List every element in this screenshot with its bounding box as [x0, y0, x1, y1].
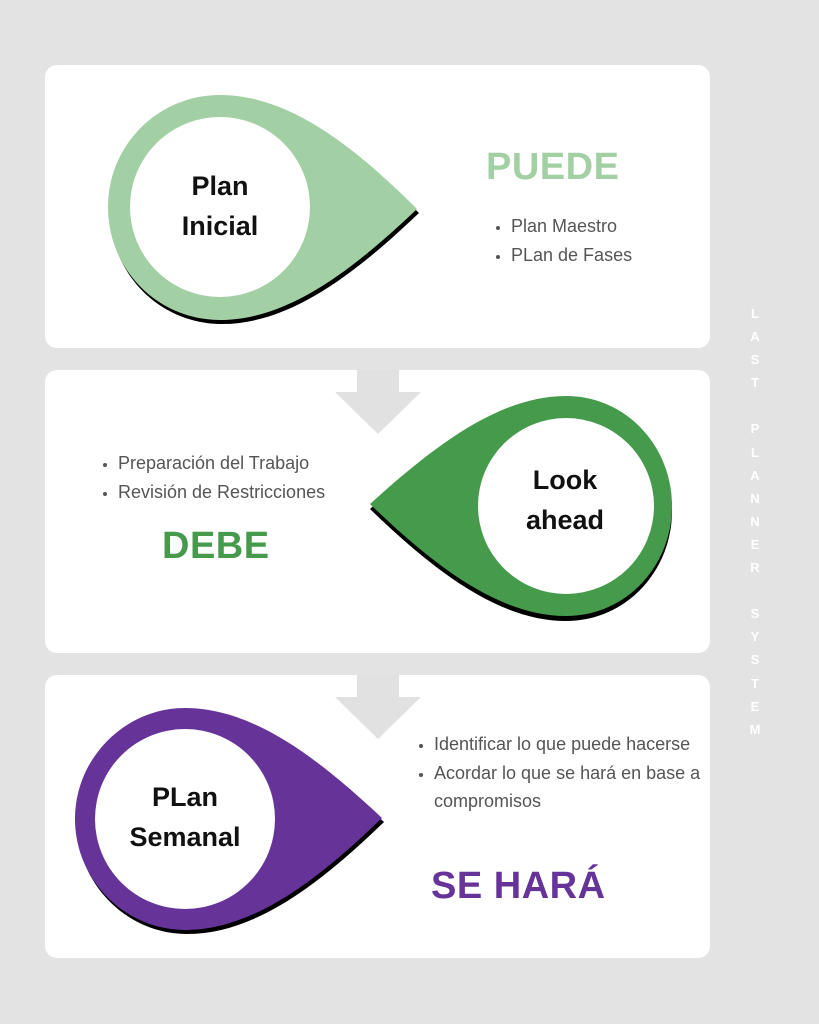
heading-se-hara: SE HARÁ [431, 865, 606, 907]
list-item: Revisión de Restricciones [118, 478, 388, 507]
side-label-letter: L [751, 306, 759, 321]
circle-label-plan-inicial: Plan Inicial [130, 166, 310, 246]
heading-puede: PUEDE [486, 146, 620, 188]
side-label-letter: N [750, 513, 760, 529]
circle-label-line1: Plan [191, 171, 249, 201]
side-label-letter [753, 579, 757, 602]
circle-label-look-ahead: Look ahead [475, 460, 655, 540]
side-label-letter: N [750, 490, 760, 506]
teardrop-marker-purple [75, 708, 384, 934]
circle-label-line2: Semanal [129, 822, 241, 852]
list-item: Acordar lo que se hará en base a comprom… [434, 759, 709, 816]
list-item: Plan Maestro [511, 212, 711, 241]
teardrop-marker-light-green [108, 95, 419, 324]
list-item: Preparación del Trabajo [118, 449, 388, 478]
side-label-letter: R [750, 560, 760, 576]
side-label-letter: E [750, 698, 760, 714]
bullet-list-debe: Preparación del Trabajo Revisión de Rest… [100, 449, 388, 506]
list-item: PLan de Fases [511, 241, 711, 270]
bullet-list-se-hara: Identificar lo que puede hacerse Acordar… [416, 730, 709, 816]
side-label-letter: L [751, 444, 759, 460]
side-label-letter: A [750, 467, 760, 483]
list-item: Identificar lo que puede hacerse [434, 730, 709, 759]
side-label-letter: P [750, 421, 760, 437]
teardrop-marker-green [370, 396, 672, 621]
side-label-letter: E [750, 536, 760, 552]
down-arrow-icon [335, 370, 421, 434]
side-label-letter: Y [750, 629, 760, 645]
bullet-list-puede: Plan Maestro PLan de Fases [493, 212, 711, 269]
heading-debe: DEBE [162, 525, 270, 567]
step-card-plan-inicial: Plan Inicial PUEDE Plan Maestro PLan de … [45, 65, 710, 348]
side-label-letter: T [751, 375, 759, 391]
circle-label-line1: PLan [151, 782, 218, 812]
side-label-letter: M [749, 721, 761, 737]
circle-label-line2: ahead [525, 505, 605, 535]
circle-label-plan-semanal: PLan Semanal [95, 777, 275, 857]
side-label-letter: S [750, 352, 760, 368]
side-label-letter: S [750, 606, 760, 622]
side-label-letter: T [751, 675, 759, 691]
down-arrow-icon [335, 675, 421, 739]
circle-label-line1: Look [532, 465, 598, 495]
circle-label-line2: Inicial [181, 211, 259, 241]
side-label-letter [753, 394, 757, 417]
side-label-letter: A [750, 329, 760, 345]
side-label-letter: S [750, 652, 760, 668]
